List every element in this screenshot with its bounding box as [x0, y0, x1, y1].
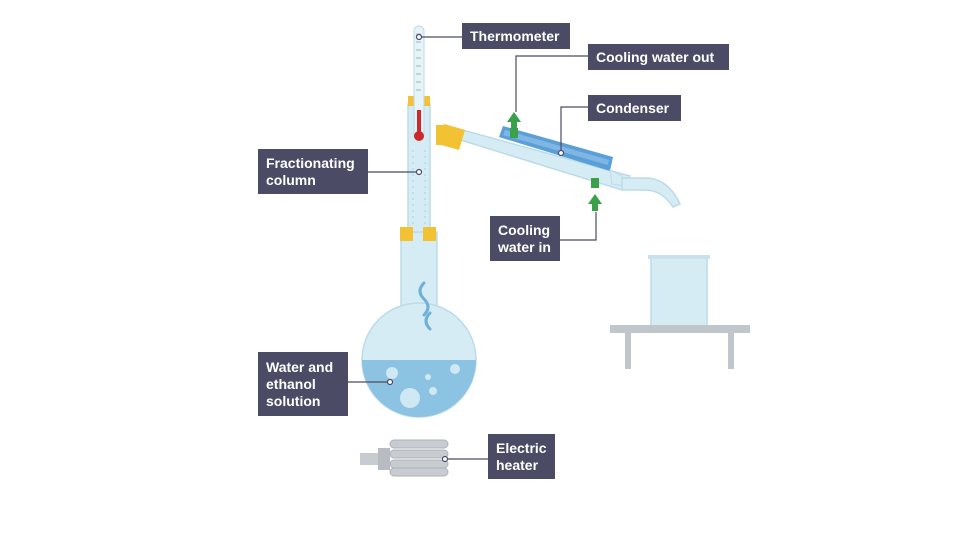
beaker — [650, 256, 708, 327]
stopper — [438, 124, 465, 150]
label-thermometer: Thermometer — [462, 23, 570, 49]
label-water-and-ethanol-solution-text: Water and ethanol solution — [266, 358, 334, 409]
outlet-tube — [621, 177, 682, 208]
label-cooling-water-in-text: Cooling water in — [498, 221, 551, 255]
bubble — [386, 367, 398, 379]
stopper — [400, 227, 413, 241]
bench-top — [610, 325, 750, 333]
round-bottom-flask — [361, 231, 477, 418]
thermometer — [413, 25, 425, 141]
stopper — [423, 227, 436, 241]
label-electric-heater-text: Electric heater — [496, 439, 547, 473]
label-condenser-text: Condenser — [596, 99, 670, 116]
label-condenser: Condenser — [588, 95, 681, 121]
bubble — [400, 388, 420, 408]
leader-dots — [386, 33, 565, 463]
condenser — [436, 112, 682, 211]
vapour-wisp — [418, 281, 430, 317]
label-cooling-water-out-text: Cooling water out — [596, 48, 715, 65]
bubble — [450, 364, 460, 374]
label-cooling-water-in: Cooling water in — [490, 216, 560, 261]
label-fractionating-column-text: Fractionating column — [266, 154, 355, 188]
label-electric-heater: Electric heater — [488, 434, 555, 479]
leader-lines — [348, 36, 597, 460]
vapour-wisp — [424, 311, 432, 331]
label-fractionating-column: Fractionating column — [258, 149, 368, 194]
beaker-on-stand — [610, 255, 750, 369]
label-water-and-ethanol-solution: Water and ethanol solution — [258, 352, 348, 416]
bubble — [429, 387, 437, 395]
bubble — [425, 374, 431, 380]
electric-heater — [360, 439, 449, 477]
label-cooling-water-out: Cooling water out — [588, 44, 729, 70]
water-in-arrow-icon — [588, 194, 602, 211]
label-thermometer-text: Thermometer — [470, 27, 560, 44]
water-out-arrow-icon — [507, 112, 521, 130]
